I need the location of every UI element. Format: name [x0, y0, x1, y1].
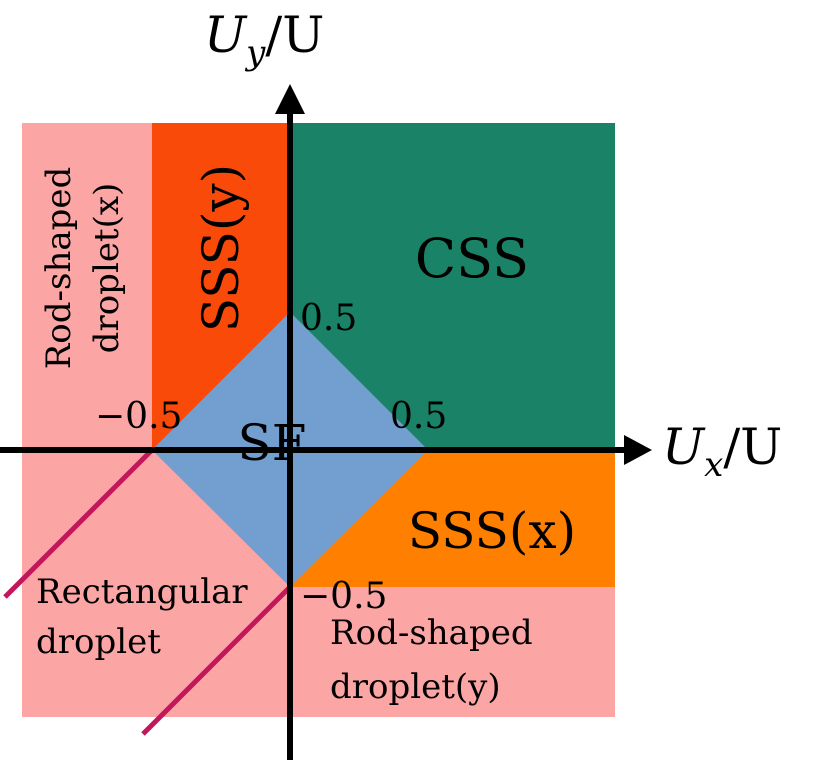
rod-y-label-line2: droplet(y) — [330, 667, 501, 707]
x-axis-label: Ux/U — [662, 418, 782, 485]
rod-x-label-line2: droplet(x) — [87, 183, 127, 354]
x-axis-arrow — [624, 435, 652, 465]
tick-y-neg: −0.5 — [300, 576, 387, 617]
sss-y-label: SSS(y) — [192, 164, 250, 332]
rod-y-label-line1: Rod-shaped — [330, 613, 533, 653]
boundary-line-lower — [141, 585, 292, 736]
tick-x-neg: −0.5 — [95, 396, 182, 437]
tick-x-pos: 0.5 — [390, 396, 447, 437]
y-axis-label: Uy/U — [204, 6, 324, 73]
sf-label: SF — [238, 414, 307, 472]
rect-label-line2: droplet — [36, 622, 161, 662]
tick-y-pos: 0.5 — [300, 298, 357, 339]
boundary-line-upper — [3, 448, 154, 599]
rod-x-label-line1: Rod-shaped — [39, 167, 79, 370]
rect-label-line1: Rectangular — [36, 572, 248, 612]
sss-x-label: SSS(x) — [408, 502, 576, 560]
y-axis-arrow — [275, 84, 305, 114]
css-label: CSS — [415, 227, 529, 290]
